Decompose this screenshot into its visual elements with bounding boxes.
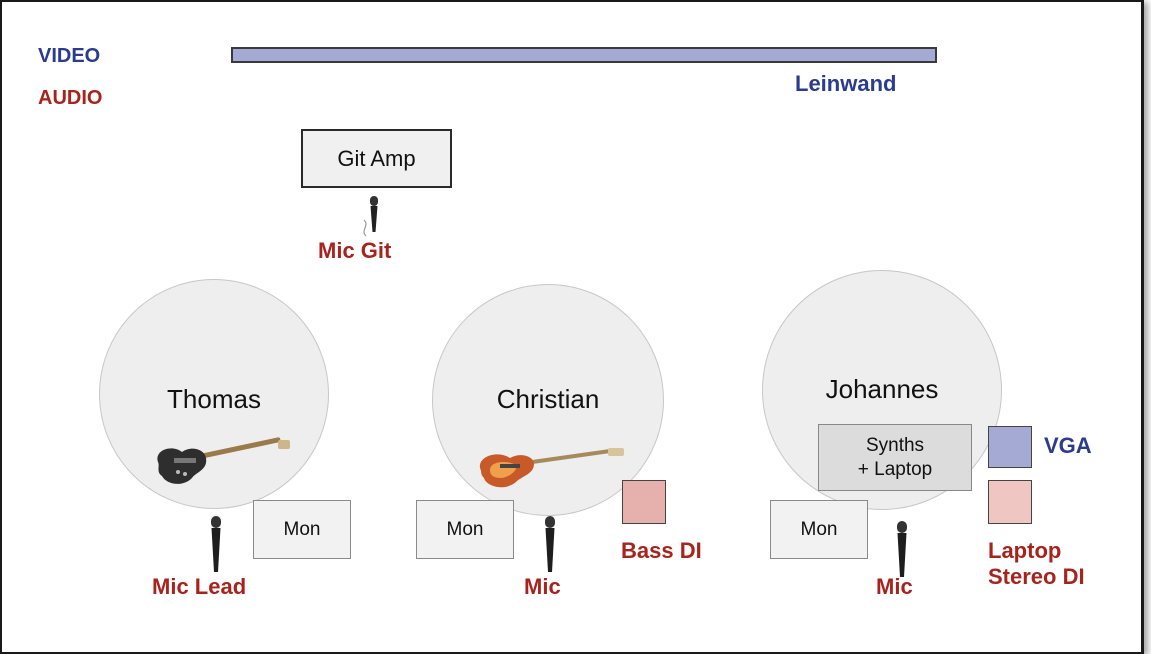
- microphone-icon: [363, 196, 378, 237]
- laptop-label: + Laptop: [857, 458, 933, 480]
- johannes-monitor: Mon: [770, 500, 868, 559]
- microphone-icon: [211, 516, 221, 572]
- mic-git-label: Mic Git: [318, 238, 392, 263]
- bass-guitar-icon: [479, 448, 624, 488]
- electric-guitar-icon: [157, 437, 290, 484]
- vga-box: [988, 426, 1032, 468]
- vga-label: VGA: [1044, 433, 1092, 458]
- synths-laptop-box: Synths + Laptop: [818, 424, 972, 491]
- microphone-icon: [897, 521, 907, 577]
- musician-johannes-name: Johannes: [825, 374, 939, 404]
- mic-lead-label: Mic Lead: [152, 574, 247, 599]
- legend-video: VIDEO: [38, 45, 101, 67]
- musician-christian-area: [432, 284, 664, 516]
- johannes-mic-label: Mic: [876, 574, 913, 599]
- projection-screen: [231, 47, 937, 63]
- laptop-di-line2: Stereo DI: [988, 564, 1085, 589]
- musician-thomas-name: Thomas: [167, 384, 261, 414]
- bass-di-label: Bass DI: [621, 538, 702, 563]
- bass-di-box: [622, 480, 666, 524]
- screen-label: Leinwand: [795, 71, 897, 96]
- laptop-di-box: [988, 480, 1032, 524]
- guitar-amp: Git Amp: [301, 129, 452, 188]
- christian-monitor: Mon: [416, 500, 514, 559]
- microphone-icon: [545, 516, 555, 572]
- christian-mic-label: Mic: [524, 574, 561, 599]
- musician-christian-name: Christian: [496, 384, 600, 414]
- thomas-monitor: Mon: [253, 500, 351, 559]
- laptop-di-line1: Laptop: [988, 538, 1062, 563]
- legend-audio: AUDIO: [38, 87, 103, 109]
- musician-thomas-area: [99, 279, 329, 509]
- laptop-stereo-di-label: Laptop Stereo DI: [988, 538, 1085, 590]
- synths-label: Synths: [865, 434, 925, 456]
